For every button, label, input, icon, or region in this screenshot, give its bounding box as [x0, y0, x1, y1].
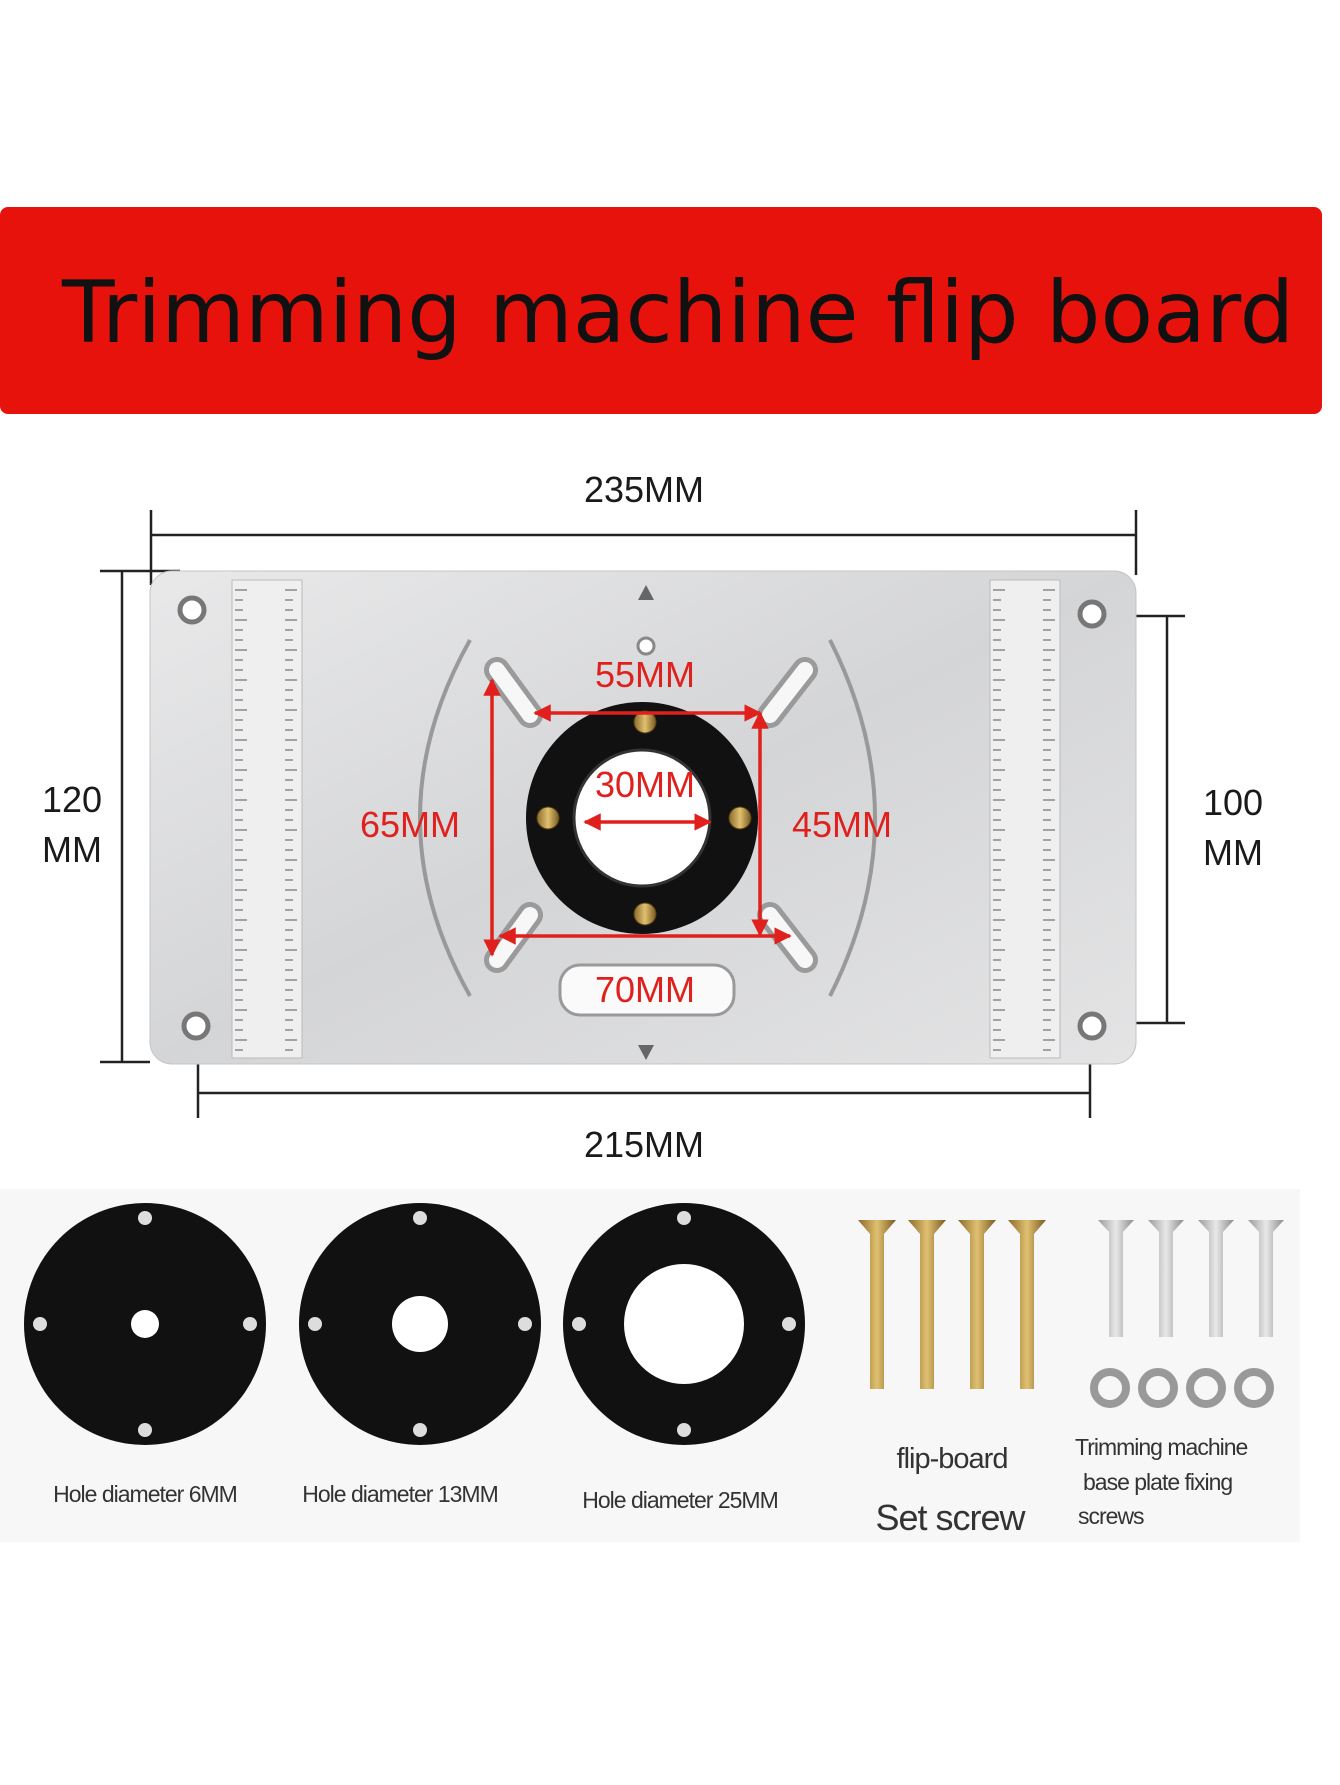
right-height-unit: MM — [1203, 832, 1263, 873]
insert-6mm-label: Hole diameter 6MM — [53, 1481, 237, 1507]
set-screw-label-line2: Set screw — [875, 1497, 1026, 1538]
dimension-lines — [100, 510, 1185, 1118]
slot-right-label: 45MM — [792, 804, 892, 845]
left-height-unit: MM — [42, 829, 102, 870]
accessory-insert-13mm — [299, 1203, 541, 1445]
accessory-insert-6mm — [24, 1203, 266, 1445]
slot-top-label: 55MM — [595, 654, 695, 695]
banner-title: Trimming machine flip board — [61, 263, 1294, 363]
insert-13mm-label: Hole diameter 13MM — [302, 1481, 497, 1507]
accessory-insert-25mm — [563, 1203, 805, 1445]
set-screws — [858, 1220, 1046, 1389]
title-banner: Trimming machine flip board — [0, 207, 1322, 414]
red-annotations — [483, 678, 792, 957]
fixing-screws-label-line2: base plate fixing — [1083, 1469, 1232, 1495]
right-ruler — [989, 579, 1061, 1059]
base-plate-fixing-screws — [1090, 1220, 1284, 1408]
fixing-screws-label-line3: screws — [1078, 1503, 1144, 1529]
fixing-screws-label-line1: Trimming machine — [1075, 1434, 1248, 1460]
bottom-width-label: 215MM — [584, 1124, 704, 1165]
insert-25mm-label: Hole diameter 25MM — [582, 1487, 777, 1513]
ring-inner-label: 30MM — [595, 764, 695, 805]
top-width-label: 235MM — [584, 469, 704, 510]
slot-left-label: 65MM — [360, 804, 460, 845]
left-ruler — [231, 579, 303, 1059]
set-screw-label-line1: flip-board — [897, 1443, 1008, 1475]
mounting-holes — [177, 595, 1107, 1041]
slot-bottom-label: 70MM — [595, 969, 695, 1010]
left-height-value: 120 — [42, 779, 102, 820]
right-height-value: 100 — [1203, 782, 1263, 823]
